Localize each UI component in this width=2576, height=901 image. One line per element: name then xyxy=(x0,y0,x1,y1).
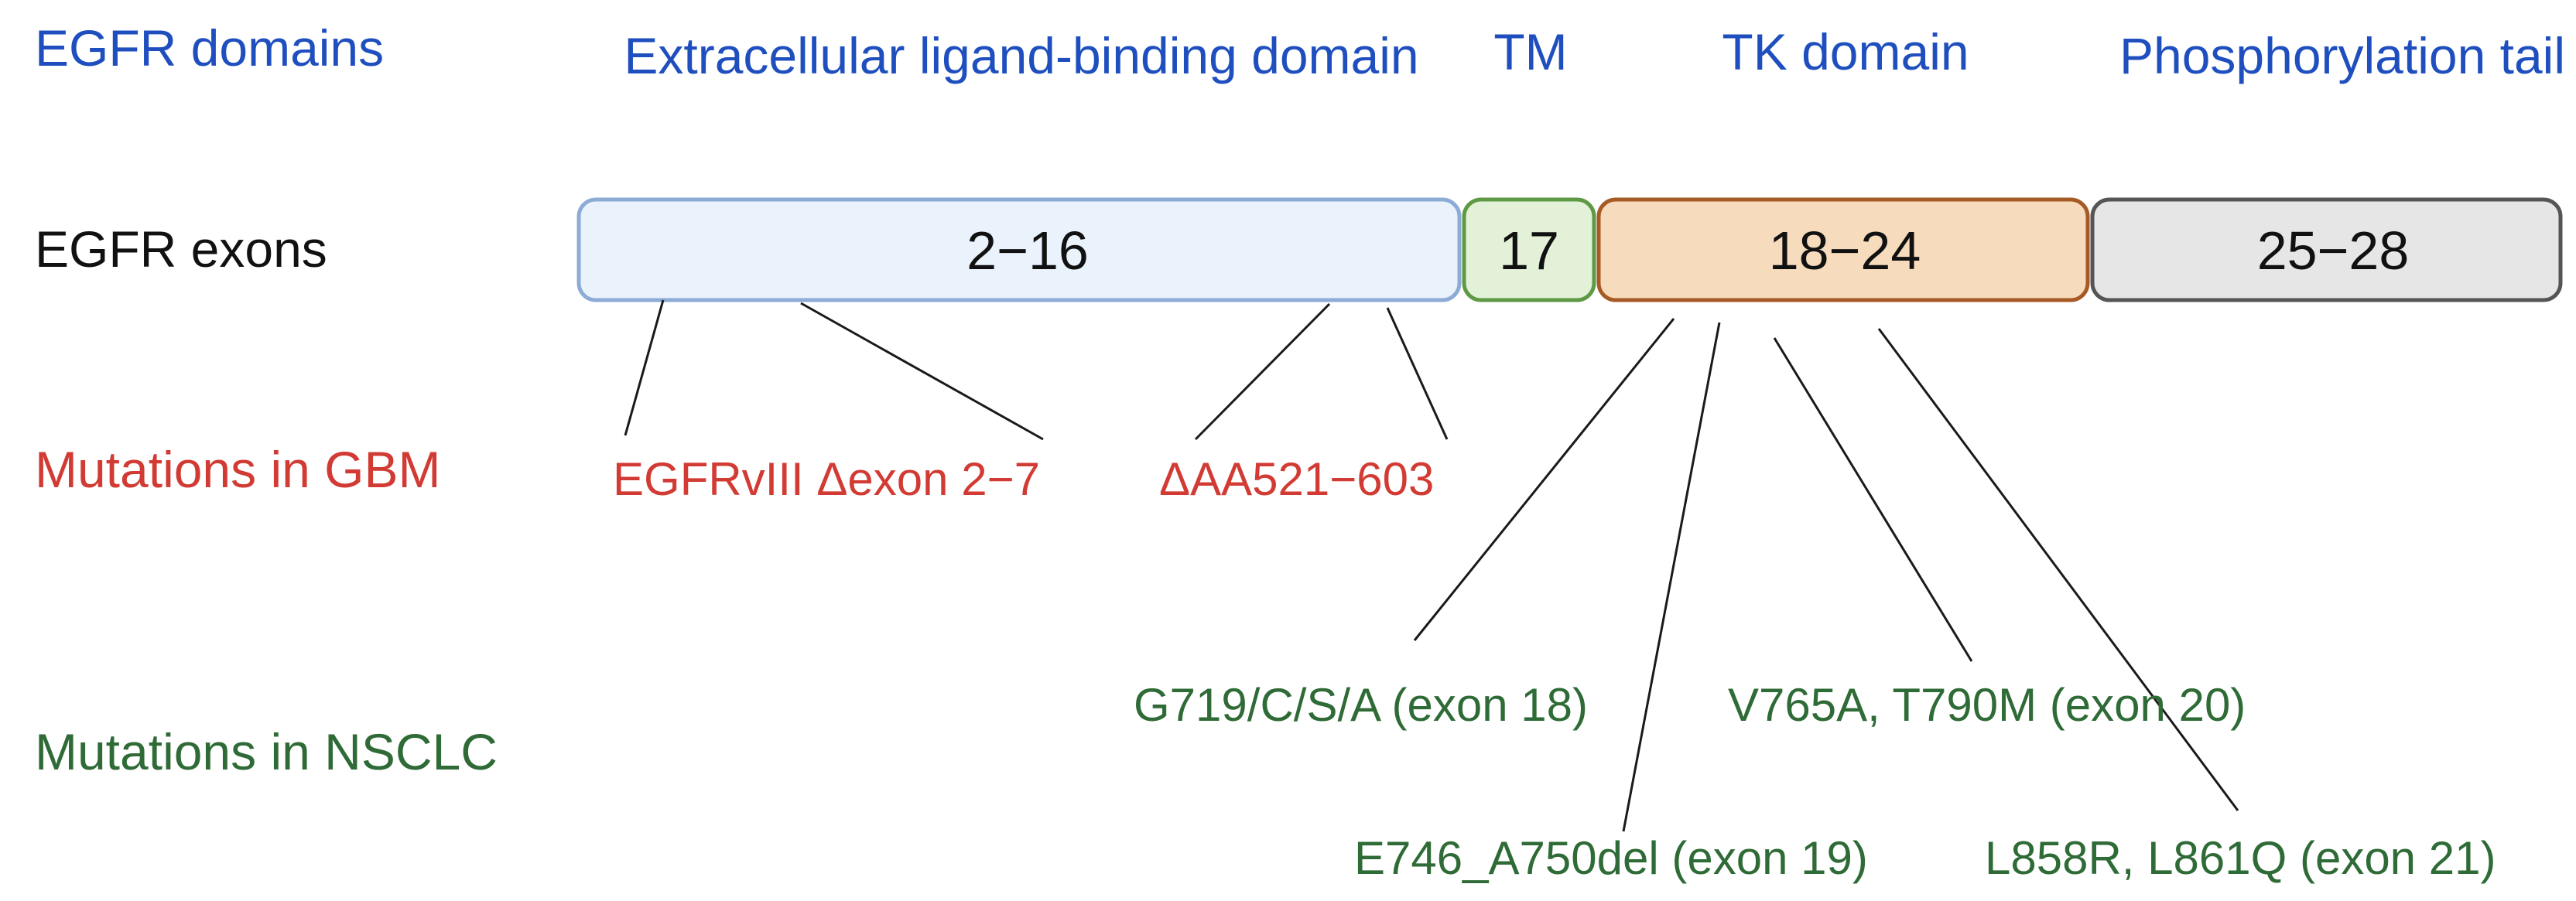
exon-label-25-28: 25−28 xyxy=(2257,220,2410,281)
domain-label-extracellular: Extracellular ligand-binding domain xyxy=(624,27,1418,84)
leader-line-g719 xyxy=(1413,318,1675,641)
exon-label-2-16: 2−16 xyxy=(966,220,1089,281)
nsclc-mutation-v765-t790: V765A, T790M (exon 20) xyxy=(1728,679,2246,731)
leader-line-e746 xyxy=(1622,322,1721,832)
exon-label-18-24: 18−24 xyxy=(1769,220,1921,281)
leader-line-egfrviii-b xyxy=(800,302,1044,441)
exon-box-17 xyxy=(1462,197,1596,302)
domain-label-tk: TK domain xyxy=(1722,23,1969,80)
nsclc-mutation-e746: E746_A750del (exon 19) xyxy=(1354,832,1868,884)
exon-box-25-28 xyxy=(2090,197,2563,302)
exon-box-2-16 xyxy=(576,197,1462,302)
gbm-mutation-egfrviii: EGFRvIII Δexon 2−7 xyxy=(613,453,1040,505)
gbm-mutation-aa521-603: ΔAA521−603 xyxy=(1159,453,1434,505)
leader-line-v765 xyxy=(1773,337,1973,662)
row-label-gbm: Mutations in GBM xyxy=(35,441,441,498)
leader-line-egfrviii-a xyxy=(624,299,665,436)
exon-box-18-24 xyxy=(1596,197,2090,302)
row-label-exons: EGFR exons xyxy=(35,220,327,278)
nsclc-mutation-l858-l861: L858R, L861Q (exon 21) xyxy=(1985,832,2496,884)
exon-segment-17: 17 xyxy=(1462,197,1596,302)
row-label-nsclc: Mutations in NSCLC xyxy=(35,723,498,780)
domain-label-tm: TM xyxy=(1493,23,1567,80)
nsclc-mutation-g719: G719/C/S/A (exon 18) xyxy=(1134,679,1588,731)
leader-line-l858 xyxy=(1877,328,2239,811)
exon-segment-18-24: 18−24 xyxy=(1596,197,2090,302)
exon-label-17: 17 xyxy=(1499,220,1559,281)
leader-line-aa521-a xyxy=(1194,302,1331,441)
exon-segment-2-16: 2−16 xyxy=(576,197,1462,302)
leader-line-aa521-b xyxy=(1386,307,1449,440)
domain-label-phosphorylation-tail: Phosphorylation tail xyxy=(2119,27,2565,84)
row-label-domains: EGFR domains xyxy=(35,19,384,77)
exon-segment-25-28: 25−28 xyxy=(2090,197,2563,302)
